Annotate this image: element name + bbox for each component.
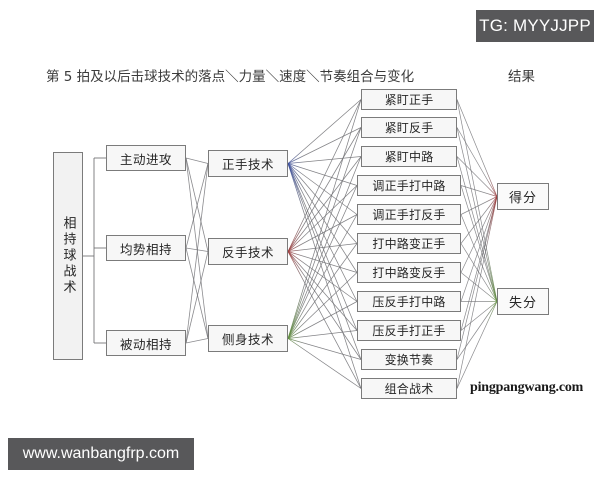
site-watermark: pingpangwang.com — [470, 380, 584, 395]
node-result-lose[interactable]: 失分 — [497, 288, 549, 315]
node-tactic-0[interactable]: 紧盯正手 — [361, 89, 457, 110]
result-column-title: 结果 — [508, 69, 535, 85]
node-tactic-5[interactable]: 打中路变正手 — [357, 233, 461, 254]
node-tactic-7[interactable]: 压反手打中路 — [357, 291, 461, 312]
node-stage1-1[interactable]: 均势相持 — [106, 235, 186, 261]
node-tactic-10[interactable]: 组合战术 — [361, 378, 457, 399]
node-stage2-1[interactable]: 反手技术 — [208, 238, 288, 265]
node-tactic-4[interactable]: 调正手打反手 — [357, 204, 461, 225]
node-stage2-2[interactable]: 侧身技术 — [208, 325, 288, 352]
node-stage2-0[interactable]: 正手技术 — [208, 150, 288, 177]
node-root[interactable]: 相持球战术 — [53, 152, 83, 360]
node-tactic-8[interactable]: 压反手打正手 — [357, 320, 461, 341]
tg-badge: TG: MYYJJPP — [476, 10, 594, 42]
bottom-watermark-badge: www.wanbangfrp.com — [8, 438, 194, 470]
node-tactic-6[interactable]: 打中路变反手 — [357, 262, 461, 283]
main-title: 第 5 拍及以后击球技术的落点＼力量＼速度＼节奏组合与变化 — [46, 69, 415, 85]
node-tactic-9[interactable]: 变换节奏 — [361, 349, 457, 370]
node-tactic-3[interactable]: 调正手打中路 — [357, 175, 461, 196]
node-result-score[interactable]: 得分 — [497, 183, 549, 210]
node-tactic-2[interactable]: 紧盯中路 — [361, 146, 457, 167]
node-tactic-1[interactable]: 紧盯反手 — [361, 117, 457, 138]
node-stage1-0[interactable]: 主动进攻 — [106, 145, 186, 171]
node-stage1-2[interactable]: 被动相持 — [106, 330, 186, 356]
